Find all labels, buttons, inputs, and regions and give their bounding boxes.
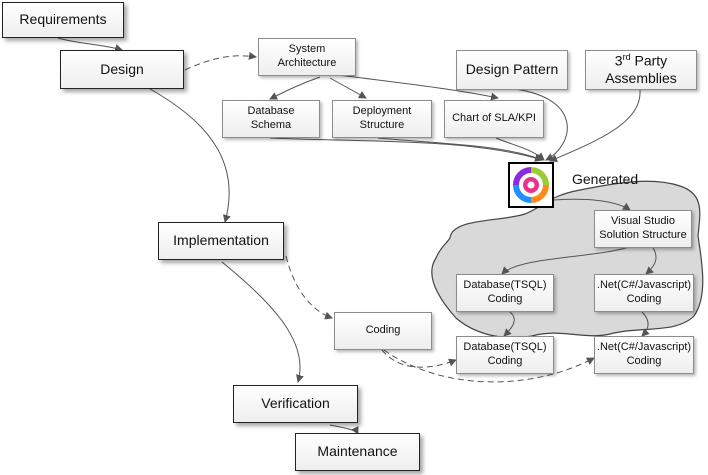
colorful-cycle-icon (508, 162, 554, 208)
net-coding-bottom-box: .Net(C#/Javascript) Coding (594, 336, 694, 374)
implementation-box: Implementation (158, 222, 284, 260)
net-coding-top-box: .Net(C#/Javascript) Coding (594, 274, 694, 312)
third-party-assemblies-box: 3rd Party Assemblies (585, 50, 697, 90)
coding-box: Coding (334, 312, 432, 350)
maintenance-box: Maintenance (295, 433, 420, 471)
verification-box: Verification (233, 385, 358, 423)
generated-cloud (431, 180, 704, 339)
database-coding-top-box: Database(TSQL) Coding (456, 274, 554, 312)
database-schema-box: Database Schema (222, 100, 320, 138)
requirements-box: Requirements (2, 2, 124, 38)
design-box: Design (60, 50, 184, 89)
generated-label: Generated (572, 171, 639, 187)
chart-sla-kpi-box: Chart of SLA/KPI (444, 100, 544, 138)
vs-solution-structure-box: Visual Studio Solution Structure (594, 210, 692, 248)
third-party-label: 3rd Party Assemblies (605, 52, 677, 87)
deployment-structure-box: Deployment Structure (332, 100, 432, 138)
system-architecture-box: System Architecture (258, 38, 356, 76)
design-pattern-box: Design Pattern (456, 50, 568, 90)
database-coding-bottom-box: Database(TSQL) Coding (456, 336, 554, 374)
